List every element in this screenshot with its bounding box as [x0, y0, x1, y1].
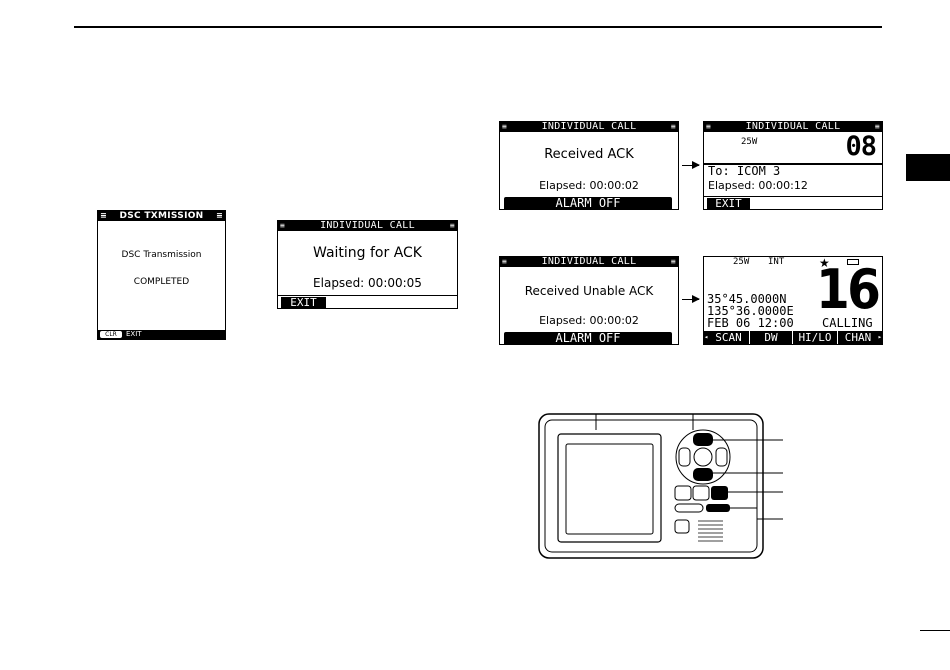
exit-key[interactable]: EXIT — [126, 330, 142, 338]
screen-title: INDIVIDUAL CALL — [541, 121, 637, 132]
power-level: 25W — [741, 137, 758, 147]
screen-title: INDIVIDUAL CALL — [541, 256, 637, 267]
dw-softkey[interactable]: DW — [764, 331, 778, 344]
dsc-transmission-screen: ≡ DSC TXMISSION ≡ DSC Transmission COMPL… — [97, 210, 226, 340]
softkey-bar: CLR EXIT — [98, 330, 225, 339]
screen-title: INDIVIDUAL CALL — [320, 220, 415, 231]
elapsed-time: Elapsed: 00:00:05 — [313, 276, 422, 290]
channel-number: 16 — [816, 258, 881, 321]
date-time: FEB 06 12:00 — [707, 316, 794, 330]
channel-mode: INT — [768, 257, 785, 267]
softkey-divider — [749, 331, 750, 344]
screen-title: INDIVIDUAL CALL — [745, 121, 841, 132]
alarm-off-key[interactable]: ALARM OFF — [504, 332, 672, 344]
received-unable-ack-message: Received Unable ACK — [524, 284, 654, 298]
ack-call-screen: ≡ INDIVIDUAL CALL ≡ 25W 08 To: ICOM 3 El… — [703, 121, 883, 210]
screen-title-bar: ≡ DSC TXMISSION ≡ — [98, 211, 225, 221]
divider — [704, 163, 882, 165]
menu-icon: ≡ — [502, 257, 508, 266]
scroll-left-icon[interactable]: ◂ — [704, 333, 709, 341]
hilo-softkey[interactable]: HI/LO — [798, 331, 832, 344]
scan-softkey[interactable]: SCAN — [715, 331, 742, 344]
screen-title-bar: ≡ INDIVIDUAL CALL ≡ — [278, 221, 457, 231]
exit-key[interactable]: EXIT — [707, 198, 750, 209]
arrow-right-icon — [682, 161, 700, 169]
menu-icon: ≡ — [449, 221, 455, 230]
waiting-message: Waiting for ACK — [313, 245, 422, 261]
call-destination: To: ICOM 3 — [708, 164, 781, 178]
softkey-bar: ◂ SCAN DW HI/LO CHAN ▸ — [704, 331, 882, 344]
screen-title-bar: ≡ INDIVIDUAL CALL ≡ — [500, 257, 678, 267]
softkey-divider — [792, 331, 793, 344]
dsc-transmission-text: DSC Transmission — [121, 250, 202, 260]
softkey-divider — [837, 331, 838, 344]
elapsed-time: Elapsed: 00:00:12 — [708, 179, 808, 192]
calling-status: CALLING — [822, 316, 873, 330]
screen-title-bar: ≡ INDIVIDUAL CALL ≡ — [704, 122, 882, 132]
completed-text: COMPLETED — [133, 277, 190, 287]
arrow-right-icon — [682, 295, 700, 303]
power-level: 25W — [733, 257, 750, 267]
screen-title-bar: ≡ INDIVIDUAL CALL ≡ — [500, 122, 678, 132]
waiting-for-ack-screen: ≡ INDIVIDUAL CALL ≡ Waiting for ACK Elap… — [277, 220, 458, 309]
elapsed-time: Elapsed: 00:00:02 — [539, 179, 639, 192]
menu-icon: ≡ — [670, 257, 676, 266]
softkey-bar: EXIT — [278, 295, 457, 308]
favorite-star-icon: ★ — [819, 256, 830, 270]
longitude: 135°36.0000E — [707, 304, 794, 318]
menu-icon: ≡ — [100, 211, 108, 220]
screen-title: DSC TXMISSION — [119, 211, 204, 221]
clr-key[interactable]: CLR — [100, 331, 122, 338]
scroll-right-icon[interactable]: ▸ — [877, 333, 882, 341]
elapsed-time: Elapsed: 00:00:02 — [539, 314, 639, 327]
menu-icon: ≡ — [280, 221, 286, 230]
battery-icon — [847, 259, 859, 265]
latitude: 35°45.0000N — [707, 292, 787, 306]
top-rule — [74, 26, 882, 28]
section-tab — [906, 154, 950, 181]
alarm-off-key[interactable]: ALARM OFF — [504, 197, 672, 209]
menu-icon: ≡ — [215, 211, 223, 220]
menu-icon: ≡ — [706, 122, 712, 131]
menu-icon: ≡ — [502, 122, 508, 131]
radio-front-panel-illustration — [538, 413, 783, 559]
page-number-rule — [920, 630, 950, 631]
channel-number: 08 — [845, 131, 877, 162]
received-ack-screen: ≡ INDIVIDUAL CALL ≡ Received ACK Elapsed… — [499, 121, 679, 210]
exit-key[interactable]: EXIT — [281, 297, 326, 308]
menu-icon: ≡ — [670, 122, 676, 131]
softkey-bar: EXIT — [704, 196, 882, 209]
main-channel-screen: 25W INT ★ 35°45.0000N 135°36.0000E FEB 0… — [703, 256, 883, 345]
menu-icon: ≡ — [874, 122, 880, 131]
received-unable-ack-screen: ≡ INDIVIDUAL CALL ≡ Received Unable ACK … — [499, 256, 679, 345]
received-ack-message: Received ACK — [544, 147, 634, 162]
chan-softkey[interactable]: CHAN — [844, 331, 872, 344]
